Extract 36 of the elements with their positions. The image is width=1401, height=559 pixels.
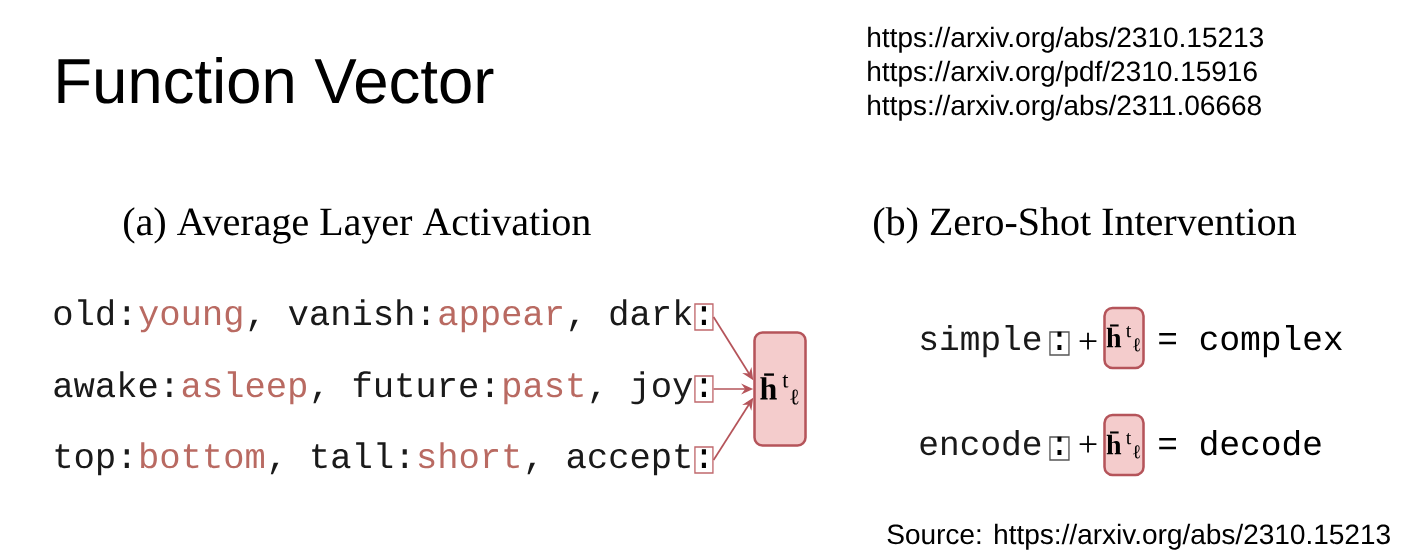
prompt-text: top:	[55, 444, 129, 476]
title: Function Vector	[58, 57, 494, 104]
link-text: https://arxiv.org/abs/2310.15213	[868, 26, 1263, 53]
token-box: :	[1049, 436, 1070, 461]
prompt-text: simple	[921, 325, 1041, 358]
token-box: :	[694, 446, 714, 474]
vector-box: h̄$^{t}$ℓ	[1103, 306, 1145, 370]
prompt-text: , tall:	[270, 442, 407, 475]
token-box: :	[1049, 331, 1070, 356]
highlighted-word: asleep	[182, 371, 306, 405]
prompt-text: , dark	[570, 299, 692, 332]
token-box: :	[694, 303, 714, 331]
prompt-text: , joy	[591, 371, 693, 405]
prompt-text: , accept	[527, 444, 690, 476]
panel-heading: (b) Zero-Shot Intervention	[874, 207, 1297, 244]
prompt-text: encode	[920, 430, 1041, 456]
highlighted-word: bottom	[141, 442, 264, 469]
prompt-text: awake:	[54, 371, 172, 398]
result-text: = decode	[1159, 430, 1321, 456]
plus-sign: +	[1079, 435, 1097, 453]
prompt-text: , vanish:	[249, 299, 429, 332]
plus-sign: +	[1079, 332, 1097, 350]
prompt-text: , future:	[313, 371, 492, 404]
link-text: https://arxiv.org/pdf/2310.15916	[868, 60, 1257, 87]
vector-box: h̄$^{t}$ℓ	[1103, 413, 1145, 477]
link-text: https://arxiv.org/abs/2311.06668	[868, 94, 1261, 121]
highlighted-word: appear	[439, 305, 562, 333]
prompt-text: old:	[54, 299, 129, 326]
vector-box: h̄$^{t}$ℓ	[753, 331, 807, 447]
token-box: :	[694, 375, 714, 403]
result-text: = complex	[1159, 325, 1342, 358]
highlighted-word: past	[504, 373, 583, 405]
highlighted-word: young	[139, 305, 242, 333]
source-note: Source: https://arxiv.org/abs/2310.15213	[887, 523, 1390, 550]
panel-heading: (a) Average Layer Activation	[124, 207, 591, 244]
highlighted-word: short	[418, 442, 519, 469]
